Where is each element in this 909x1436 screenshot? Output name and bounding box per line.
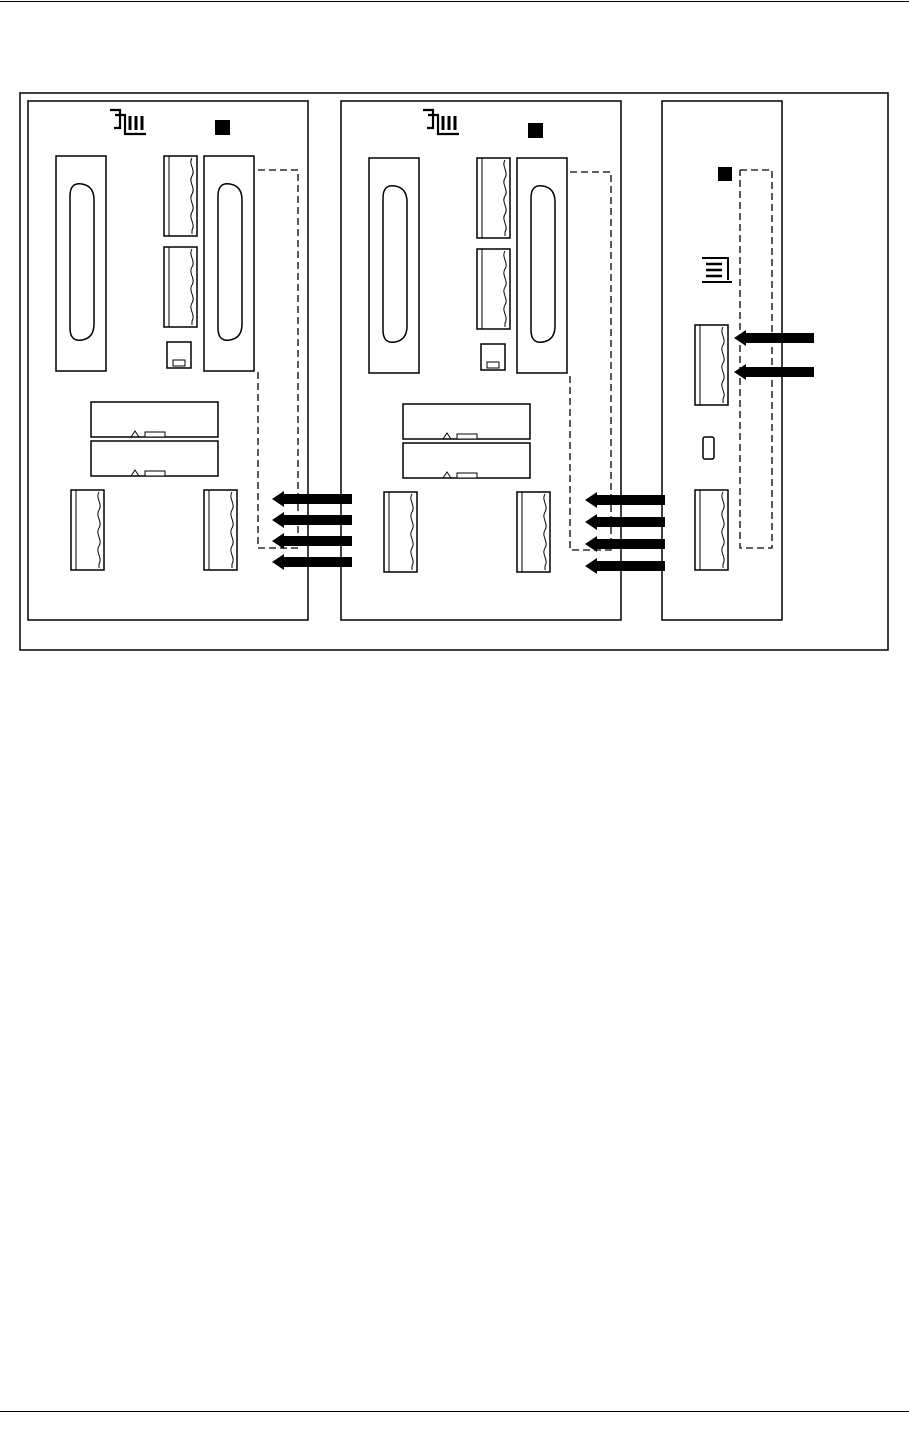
terminal-block (384, 492, 417, 572)
ribbon-header (403, 404, 530, 439)
terminal-block (477, 249, 510, 329)
block-arrow-left-icon (272, 491, 352, 507)
module-middle (341, 101, 621, 620)
block-arrow-left-icon (585, 536, 665, 552)
ribbon-header (91, 441, 218, 476)
terminal-block (71, 490, 104, 570)
block-arrow-left-icon (585, 492, 665, 508)
module-right (662, 101, 782, 620)
mini-switch (703, 437, 714, 459)
terminal-block (477, 158, 510, 238)
status-led-icon (528, 123, 543, 138)
terminal-block (695, 325, 728, 405)
block-arrow-left-icon (272, 533, 352, 549)
block-arrow-left-icon (272, 512, 352, 528)
status-led-icon (215, 120, 230, 135)
terminal-block (164, 247, 197, 327)
module-left (28, 101, 308, 620)
block-arrow-left-icon (585, 514, 665, 530)
sub-d-connector (369, 158, 419, 373)
ribbon-header (403, 443, 530, 478)
block-arrow-left-icon (585, 558, 665, 574)
ribbon-header (91, 402, 218, 437)
status-led-icon (718, 167, 732, 181)
terminal-block (695, 490, 728, 570)
block-arrow-left-icon (272, 554, 352, 570)
sub-d-connector (204, 156, 254, 371)
terminal-block (164, 156, 197, 236)
sub-d-connector (56, 156, 106, 371)
sub-d-connector (517, 158, 567, 373)
terminal-block (204, 490, 237, 570)
terminal-block (517, 492, 550, 572)
